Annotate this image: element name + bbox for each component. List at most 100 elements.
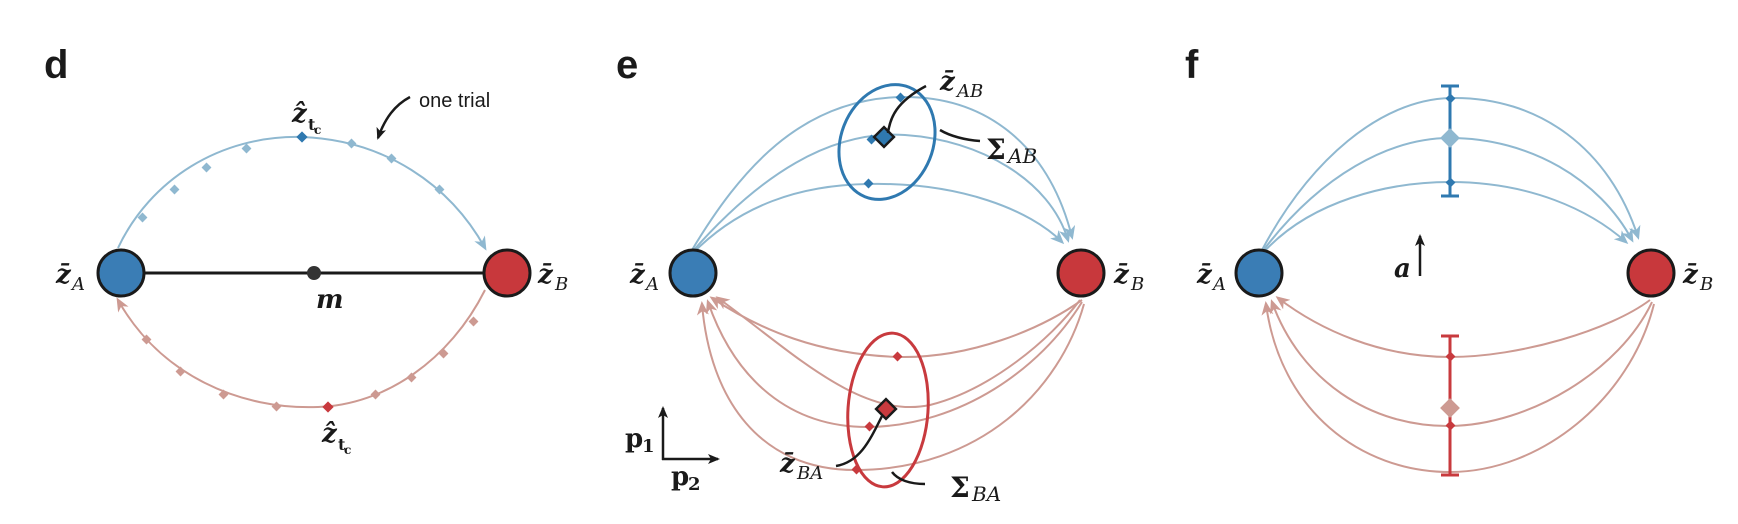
- mean-ab-marker: [872, 125, 896, 149]
- panel-d: d m: [44, 43, 568, 457]
- cov-ab-label-main: Σ: [986, 133, 1006, 166]
- hat-label-bottom: ẑ t c: [321, 419, 351, 457]
- node-b: [1626, 248, 1676, 298]
- node-a-label: z̄ A: [1196, 260, 1226, 295]
- mean-ab-pointer: [886, 84, 927, 134]
- node-b-label-main: z̄: [537, 260, 554, 290]
- node-b-label-main: z̄: [1682, 260, 1699, 290]
- blue-sample-marker: [1445, 93, 1456, 104]
- red-trajectories: [696, 296, 1085, 472]
- node-b-label: z̄ B: [537, 260, 568, 295]
- node-b-label-main: z̄: [1113, 260, 1130, 290]
- cov-ellipse-ab: [837, 83, 937, 201]
- node-a-label-sub: A: [1211, 274, 1226, 295]
- cov-ba-label-main: Σ: [950, 471, 970, 504]
- red-trajectory: [709, 296, 1083, 359]
- red-sample-marker: [1445, 420, 1456, 431]
- node-b-label: z̄ B: [1682, 260, 1713, 295]
- cov-ab-label-sub: AB: [1006, 144, 1037, 168]
- blue-sample-marker: [895, 92, 906, 103]
- node-a-label-main: z̄: [55, 260, 72, 290]
- sample-marker: [438, 348, 449, 359]
- panel-letter-d: d: [44, 43, 68, 87]
- node-a: [668, 248, 718, 298]
- sample-marker: [175, 366, 186, 377]
- red-trajectory-path: [116, 289, 486, 409]
- panel-f: f a: [1185, 43, 1713, 477]
- mean-ba-label-main: z̄: [779, 449, 796, 479]
- panel-letter-f: f: [1185, 43, 1199, 87]
- mean-ab-label-sub: AB: [955, 81, 983, 102]
- axis-a-label: a: [1394, 254, 1411, 284]
- red-trajectories: [1261, 296, 1655, 474]
- sample-marker: [218, 389, 229, 400]
- cov-ellipse-ba: [846, 331, 930, 489]
- red-sample-marker: [864, 421, 875, 432]
- node-b-label-sub: B: [1130, 274, 1144, 295]
- blue-mean-marker: [1440, 128, 1460, 148]
- mean-ab-label-main: z̄: [939, 67, 956, 97]
- mean-ba-marker: [874, 397, 898, 421]
- sample-marker: [137, 212, 148, 223]
- sample-marker: [370, 389, 381, 400]
- blue-sample-marker: [1445, 177, 1456, 188]
- red-sample-marker: [1445, 351, 1456, 362]
- mean-ab-label: z̄ AB: [939, 67, 983, 102]
- sample-marker: [201, 162, 212, 173]
- one-trial-arrow: [376, 95, 411, 140]
- axis-p2-label-main: p: [671, 462, 689, 492]
- cov-ab-label: Σ AB: [986, 133, 1037, 168]
- hat-label-bottom-main: ẑ: [321, 419, 338, 449]
- hat-label-top-main: ẑ: [291, 99, 308, 129]
- node-b-label-sub: B: [554, 274, 568, 295]
- hat-label-bottom-sub: t: [338, 435, 346, 454]
- sample-marker: [434, 184, 445, 195]
- axis-p1-label-main: p: [625, 424, 643, 454]
- red-sample-marker: [892, 351, 903, 362]
- node-a-label-sub: A: [70, 274, 85, 295]
- node-b: [482, 248, 532, 298]
- panel-letter-e: e: [616, 43, 638, 87]
- hat-label-top-sub: t: [308, 115, 316, 134]
- node-a-label: z̄ A: [629, 260, 659, 295]
- midpoint-label: m: [316, 285, 344, 315]
- red-trajectory: [715, 296, 1081, 408]
- one-trial-annotation: one trial: [419, 90, 490, 112]
- mean-ba-label: z̄ BA: [779, 449, 823, 484]
- sample-marker: [141, 334, 152, 345]
- axis-p1-label-sub: 1: [642, 436, 655, 457]
- midpoint-dot: [307, 266, 321, 280]
- blue-trajectory: [691, 133, 1071, 253]
- cov-ba-pointer: [891, 471, 926, 486]
- node-a-label: z̄ A: [55, 260, 85, 295]
- node-b-label-sub: B: [1699, 274, 1713, 295]
- red-trajectory-samples: [141, 316, 479, 412]
- hat-label-top: ẑ t c: [291, 99, 321, 137]
- sample-marker: [468, 316, 479, 327]
- node-a-label-sub: A: [644, 274, 659, 295]
- cov-ba-label-sub: BA: [971, 482, 1001, 506]
- node-a: [1234, 248, 1284, 298]
- cov-ab-pointer: [939, 128, 981, 143]
- blue-trajectory: [691, 182, 1065, 255]
- axes-indicator: p 1 p 2: [625, 406, 720, 495]
- red-tc-marker: [322, 401, 334, 413]
- node-a-label-main: z̄: [1196, 260, 1213, 290]
- blue-trajectory-samples: [137, 138, 445, 223]
- blue-trajectory: [691, 95, 1076, 251]
- sample-marker: [271, 401, 282, 412]
- mean-ba-label-sub: BA: [796, 463, 823, 484]
- hat-label-bottom-subsub: c: [344, 443, 351, 457]
- blue-tc-marker: [296, 131, 308, 143]
- sample-marker: [386, 153, 397, 164]
- sample-marker: [406, 372, 417, 383]
- sample-marker: [346, 138, 357, 149]
- node-a-label-main: z̄: [629, 260, 646, 290]
- cov-ba-label: Σ BA: [950, 471, 1001, 506]
- node-b-label: z̄ B: [1113, 260, 1144, 295]
- axis-p2-label-sub: 2: [688, 474, 701, 495]
- sample-marker: [241, 143, 252, 154]
- panel-e: e z̄ A: [616, 43, 1144, 506]
- blue-trajectories: [691, 95, 1076, 255]
